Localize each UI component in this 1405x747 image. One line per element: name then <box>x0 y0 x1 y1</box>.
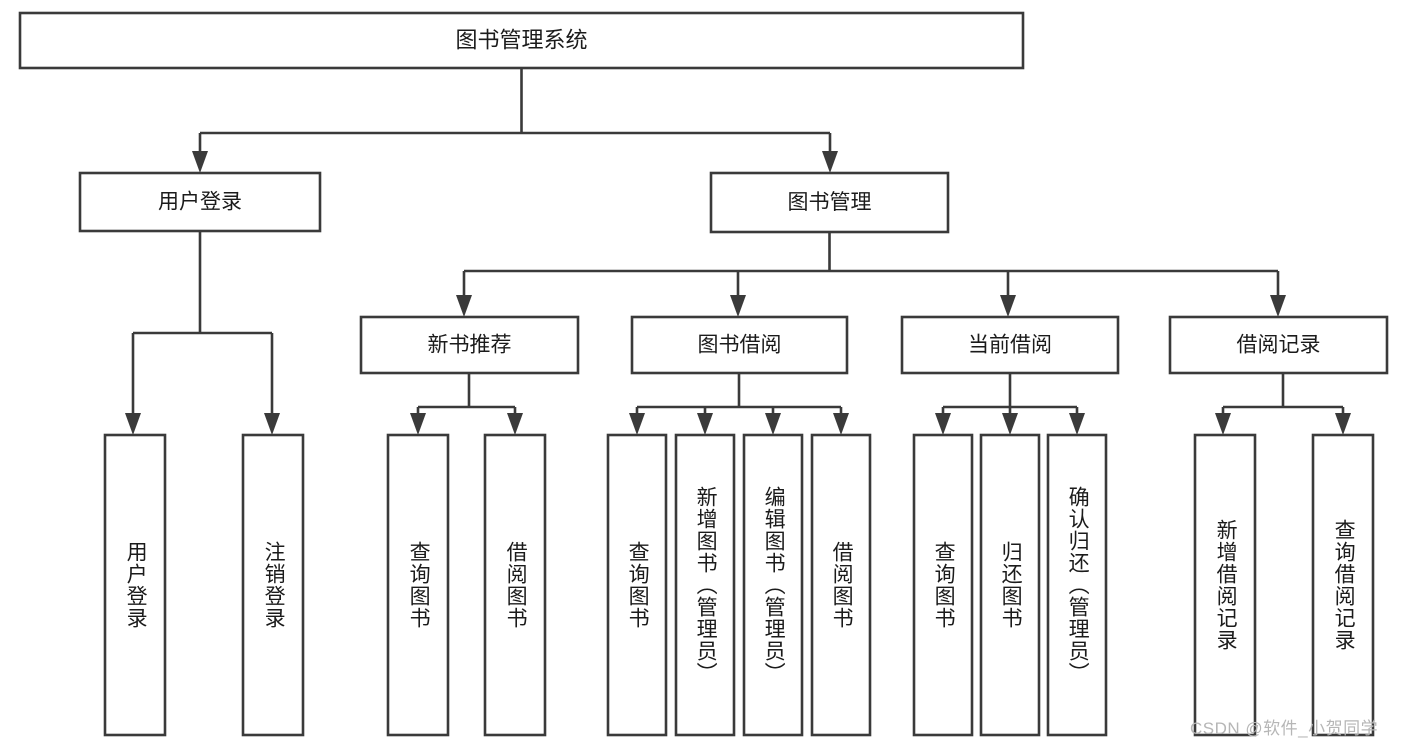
arrow-head-8 <box>264 413 280 435</box>
arrow-head-10 <box>507 413 523 435</box>
connector-8 <box>1221 373 1345 425</box>
arrow-head-9 <box>410 413 426 435</box>
leaf-node-7-box[interactable] <box>742 433 804 737</box>
leaf-node-9-box[interactable] <box>912 433 974 737</box>
leaf-node-1-box[interactable] <box>103 433 167 737</box>
arrow-head-16 <box>1002 413 1018 435</box>
root-node-box[interactable] <box>18 11 1025 70</box>
leaf-node-5-box[interactable] <box>606 433 668 737</box>
leaf-node-2-box[interactable] <box>241 433 305 737</box>
level3-node-2-label: 图书借阅 <box>698 334 782 357</box>
arrow-head-3 <box>456 295 472 317</box>
arrow-head-13 <box>765 413 781 435</box>
arrow-head-1 <box>192 151 208 173</box>
connector-5 <box>416 373 517 425</box>
level3-node-4-box[interactable] <box>1168 315 1389 375</box>
arrow-head-11 <box>629 413 645 435</box>
arrow-head-17 <box>1069 413 1085 435</box>
arrow-head-2 <box>822 151 838 173</box>
level3-node-4-label: 借阅记录 <box>1237 334 1321 357</box>
arrow-head-14 <box>833 413 849 435</box>
level3-node-1-label: 新书推荐 <box>428 334 512 357</box>
connector-4 <box>131 231 274 425</box>
csdn-watermark: CSDN @软件_小贺同学 <box>1190 719 1379 738</box>
level2-node-2-label: 图书管理 <box>788 191 872 214</box>
level2-node-1-label: 用户登录 <box>158 191 242 214</box>
arrow-head-7 <box>125 413 141 435</box>
leaf-node-4-box[interactable] <box>483 433 547 737</box>
level3-node-2-box[interactable] <box>630 315 849 375</box>
arrow-head-4 <box>730 295 746 317</box>
arrow-head-5 <box>1000 295 1016 317</box>
connector-3 <box>462 232 1280 307</box>
leaf-node-12-box[interactable] <box>1193 433 1257 737</box>
root-node-label: 图书管理系统 <box>455 27 587 52</box>
leaf-node-13-box[interactable] <box>1311 433 1375 737</box>
arrow-head-19 <box>1335 413 1351 435</box>
level2-node-2-box[interactable] <box>709 171 950 234</box>
leaf-node-8-box[interactable] <box>810 433 872 737</box>
level3-node-3-label: 当前借阅 <box>968 334 1052 357</box>
leaf-node-11-box[interactable] <box>1046 433 1108 737</box>
arrow-head-12 <box>697 413 713 435</box>
level3-node-1-box[interactable] <box>359 315 580 375</box>
connector-1 <box>198 68 830 163</box>
leaf-node-3-box[interactable] <box>386 433 450 737</box>
leaf-node-10-box[interactable] <box>979 433 1041 737</box>
arrow-head-6 <box>1270 295 1286 317</box>
box-layer <box>18 11 1389 737</box>
connector-6 <box>635 373 843 425</box>
arrow-layer <box>125 151 1351 435</box>
arrow-head-18 <box>1215 413 1231 435</box>
leaf-node-6-box[interactable] <box>674 433 736 737</box>
level3-node-3-box[interactable] <box>900 315 1120 375</box>
arrow-head-15 <box>935 413 951 435</box>
